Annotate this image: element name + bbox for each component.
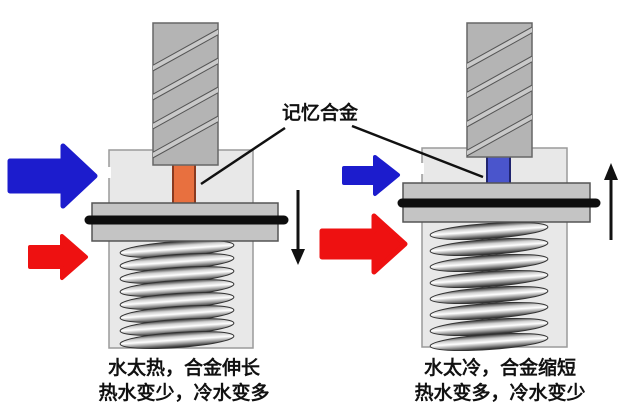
memory-alloy-callout: 记忆合金: [200, 101, 484, 186]
memory-alloy-label: 记忆合金: [282, 101, 359, 124]
left-caption-line2: 热水变少，冷水变多: [98, 381, 269, 404]
screw-icon: [466, 22, 533, 158]
left-caption-line1: 水太热，合金伸长: [108, 356, 261, 379]
callout-line-right: [351, 124, 484, 179]
right-valve-assembly: 水太冷，合金缩短 热水变多，冷水变少: [319, 22, 618, 404]
upward-motion-arrow-icon: [604, 163, 618, 240]
screw-icon: [152, 22, 219, 166]
downward-motion-arrow-icon: [291, 190, 305, 265]
cold-water-arrow-icon-small: [342, 155, 400, 196]
cold-water-arrow-icon-large: [7, 143, 98, 209]
callout-line-left: [200, 126, 286, 186]
left-valve-assembly: 水太热，合金伸长 热水变少，冷水变多: [7, 22, 305, 404]
right-caption-line1: 水太冷，合金缩短: [424, 356, 576, 379]
inlet-notch: [104, 167, 111, 178]
inlet-notch: [417, 163, 424, 174]
spring-icon: [429, 221, 549, 352]
spring-icon: [119, 240, 235, 349]
right-caption-line2: 热水变多，冷水变少: [414, 381, 585, 404]
hot-water-arrow-icon-small: [28, 234, 88, 280]
hot-water-arrow-icon-large: [319, 213, 408, 275]
memory-alloy-element-cold: [486, 153, 511, 186]
